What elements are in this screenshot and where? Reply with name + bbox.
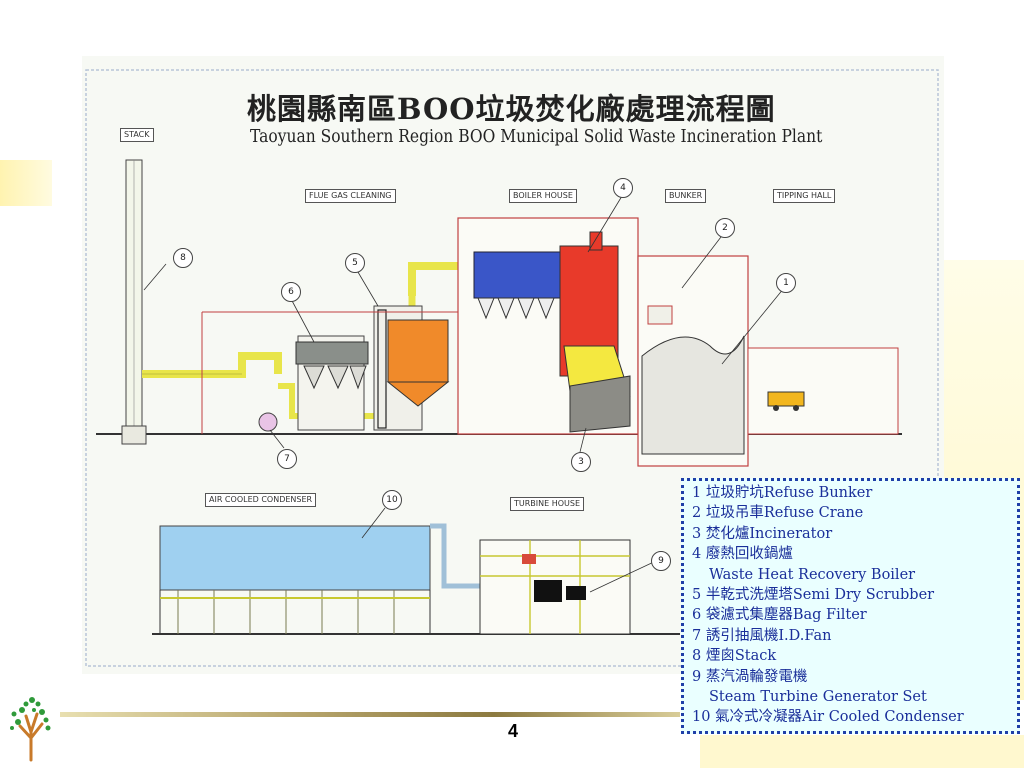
background-tint-bottom	[700, 735, 1024, 768]
bag-filter-shape	[295, 335, 369, 431]
callout-8: 8	[173, 248, 193, 268]
legend-item-6: 6 袋濾式集塵器Bag Filter	[692, 607, 867, 624]
air-cooled-condenser-shape	[159, 523, 482, 634]
legend-box: 1 垃圾貯坑Refuse Bunker 2 垃圾吊車Refuse Crane 3…	[681, 478, 1020, 734]
page-number: 4	[508, 721, 519, 741]
legend-item-9: 9 蒸汽渦輪發電機	[692, 668, 808, 685]
section-label-bunker: BUNKER	[665, 189, 707, 203]
callout-10: 10	[382, 490, 402, 510]
callout-7: 7	[277, 449, 297, 469]
legend-item-10: 10 氣冷式冷凝器Air Cooled Condenser	[692, 709, 964, 726]
background-tint-left	[0, 160, 52, 206]
callout-4: 4	[613, 178, 633, 198]
legend-item-4: 4 廢熱回收鍋爐	[692, 546, 793, 563]
stack-shape	[121, 159, 147, 445]
callout-1: 1	[776, 273, 796, 293]
legend-item-7: 7 誘引抽風機I.D.Fan	[692, 627, 832, 644]
diagram-title-chinese: 桃園縣南區BOO垃圾焚化廠處理流程圖	[247, 92, 776, 126]
bunker-shape	[637, 255, 749, 467]
turbine-house-shape	[479, 539, 631, 635]
legend-item-9-english: Steam Turbine Generator Set	[709, 689, 927, 706]
section-label-turbine-house: TURBINE HOUSE	[510, 497, 585, 511]
callout-2: 2	[715, 218, 735, 238]
diagram-title-english: Taoyuan Southern Region BOO Municipal So…	[250, 126, 823, 147]
boiler-house-shape	[457, 217, 639, 435]
scrubber-shape	[373, 305, 450, 431]
callout-6: 6	[281, 282, 301, 302]
callout-9: 9	[651, 551, 671, 571]
legend-item-8: 8 煙囪Stack	[692, 648, 777, 665]
section-label-boiler-house: BOILER HOUSE	[509, 189, 577, 203]
legend-item-1: 1 垃圾貯坑Refuse Bunker	[692, 485, 873, 501]
tipping-hall-shape	[747, 347, 899, 435]
legend-item-4-english: Waste Heat Recovery Boiler	[709, 566, 916, 583]
section-label-tipping-hall: TIPPING HALL	[773, 189, 836, 203]
section-label-stack: STACK	[120, 128, 154, 142]
legend-item-2: 2 垃圾吊車Refuse Crane	[692, 505, 864, 522]
callout-3: 3	[571, 452, 591, 472]
legend-item-3: 3 焚化爐Incinerator	[692, 525, 833, 542]
plant-process-diagram	[82, 56, 944, 674]
callout-5: 5	[345, 253, 365, 273]
footer-divider	[60, 712, 680, 717]
legend-item-5: 5 半乾式洗煙塔Semi Dry Scrubber	[692, 587, 935, 604]
tree-logo-icon	[10, 697, 51, 762]
section-label-flue-gas: FLUE GAS CLEANING	[305, 189, 396, 203]
section-label-air-cooled-condenser: AIR COOLED CONDENSER	[205, 493, 317, 507]
